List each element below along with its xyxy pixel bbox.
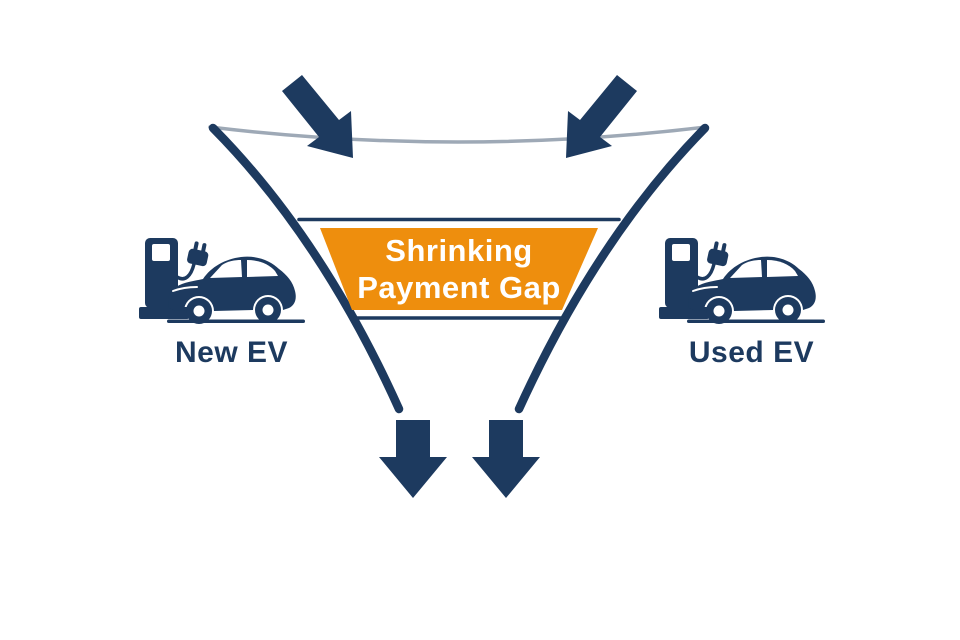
new-ev-icon (137, 236, 307, 326)
band-label-line1: Shrinking (385, 233, 533, 268)
arrow-down-icon-right (472, 420, 540, 498)
used-ev-label: Used EV (688, 336, 815, 369)
funnel-left-wall (208, 123, 404, 414)
band-label: Shrinking Payment Gap (329, 228, 589, 310)
used-ev-icon (657, 236, 827, 326)
funnel-right-wall (514, 123, 710, 414)
funnel-rim (208, 125, 708, 144)
arrow-down-right-icon (282, 75, 353, 158)
arrow-down-left-icon (566, 75, 637, 158)
new-ev-label: New EV (174, 336, 289, 369)
band-label-line2: Payment Gap (357, 270, 561, 305)
payment-gap-band (320, 228, 598, 310)
arrow-down-icon-left (379, 420, 447, 498)
